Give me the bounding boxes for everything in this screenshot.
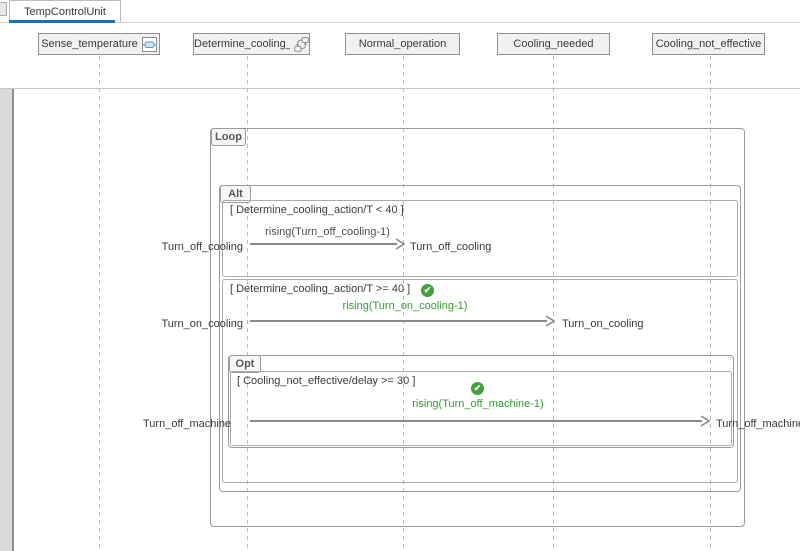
message-2-arrow[interactable]: [250, 320, 547, 322]
tab-tempcontrolunit[interactable]: TempControlUnit: [9, 0, 121, 22]
lifeline-cooling-needed[interactable]: [553, 56, 554, 551]
message-1-source-event: Turn_off_cooling: [161, 241, 243, 253]
message-2-source-event: Turn_on_cooling: [161, 318, 243, 330]
lifeline-head-determine-cooling-action[interactable]: Determine_cooling_a...: [193, 33, 310, 55]
opt-fragment-label[interactable]: Opt: [229, 355, 261, 373]
lifeline-head-normal-operation[interactable]: Normal_operation: [345, 33, 460, 55]
opt-fragment-frame: [228, 355, 734, 448]
alt-label-text: Alt: [228, 188, 243, 200]
lifeline-label: Cooling_not_effective: [655, 38, 762, 50]
alt-operand-2-guard[interactable]: [ Determine_cooling_action/T >= 40 ]: [230, 283, 411, 295]
loop-fragment-label[interactable]: Loop: [211, 128, 246, 146]
opt-operand-1: [230, 371, 732, 446]
left-splitter[interactable]: [0, 89, 14, 551]
lifeline-label: Determine_cooling_a...: [194, 38, 290, 50]
alt-operand-2: [222, 279, 738, 483]
lifeline-cooling-not-effective[interactable]: [710, 56, 711, 551]
message-3-arrowhead: [700, 415, 710, 427]
message-3-arrow[interactable]: [250, 420, 702, 422]
active-tab-underline: [9, 20, 115, 23]
pass-check-icon: ✔: [471, 382, 484, 395]
opt-label-text: Opt: [235, 358, 255, 370]
subsystem-icon: [141, 36, 157, 52]
alt-operand-1: [222, 200, 738, 277]
lifeline-normal-operation[interactable]: [403, 56, 404, 551]
message-2-label: rising(Turn_on_cooling-1): [342, 300, 468, 312]
lifeline-sense-temperature[interactable]: [99, 56, 100, 551]
message-3-source-event: Turn_off_machine: [143, 418, 232, 430]
lifeline-head-cooling-needed[interactable]: Cooling_needed: [497, 33, 610, 55]
message-1-arrowhead: [395, 238, 405, 250]
lifeline-label: Sense_temperature: [41, 38, 138, 50]
opt-operand-1-guard[interactable]: [ Cooling_not_effective/delay >= 30 ]: [237, 375, 416, 387]
message-1-arrow[interactable]: [250, 243, 397, 245]
lifeline-determine-cooling-action[interactable]: [247, 56, 248, 551]
message-3-target-event: Turn_off_machine: [716, 418, 800, 430]
alt-operand-1-guard[interactable]: [ Determine_cooling_action/T < 40 ]: [230, 204, 404, 216]
header-separator: [0, 88, 800, 89]
loop-label-text: Loop: [215, 131, 242, 143]
lifeline-label: Cooling_needed: [513, 38, 594, 50]
pass-check-icon: ✔: [421, 284, 434, 297]
tab-bar: TempControlUnit: [0, 0, 800, 23]
message-1-target-event: Turn_off_cooling: [410, 241, 492, 253]
tab-title: TempControlUnit: [24, 5, 106, 18]
loop-fragment-frame: [210, 128, 745, 527]
lifeline-label: Normal_operation: [358, 38, 447, 50]
message-2-target-event: Turn_on_cooling: [562, 318, 644, 330]
lifeline-head-cooling-not-effective[interactable]: Cooling_not_effective: [652, 33, 765, 55]
alt-fragment-frame: [219, 185, 741, 492]
collapsed-panel-handle[interactable]: [0, 2, 7, 16]
alt-fragment-label[interactable]: Alt: [220, 185, 251, 203]
lifeline-head-sense-temperature[interactable]: Sense_temperature: [38, 33, 160, 55]
message-3-label: rising(Turn_off_machine-1): [412, 398, 544, 410]
stateflow-chart-icon: [294, 36, 309, 52]
message-2-arrowhead: [545, 315, 555, 327]
message-1-label: rising(Turn_off_cooling-1): [265, 226, 390, 238]
